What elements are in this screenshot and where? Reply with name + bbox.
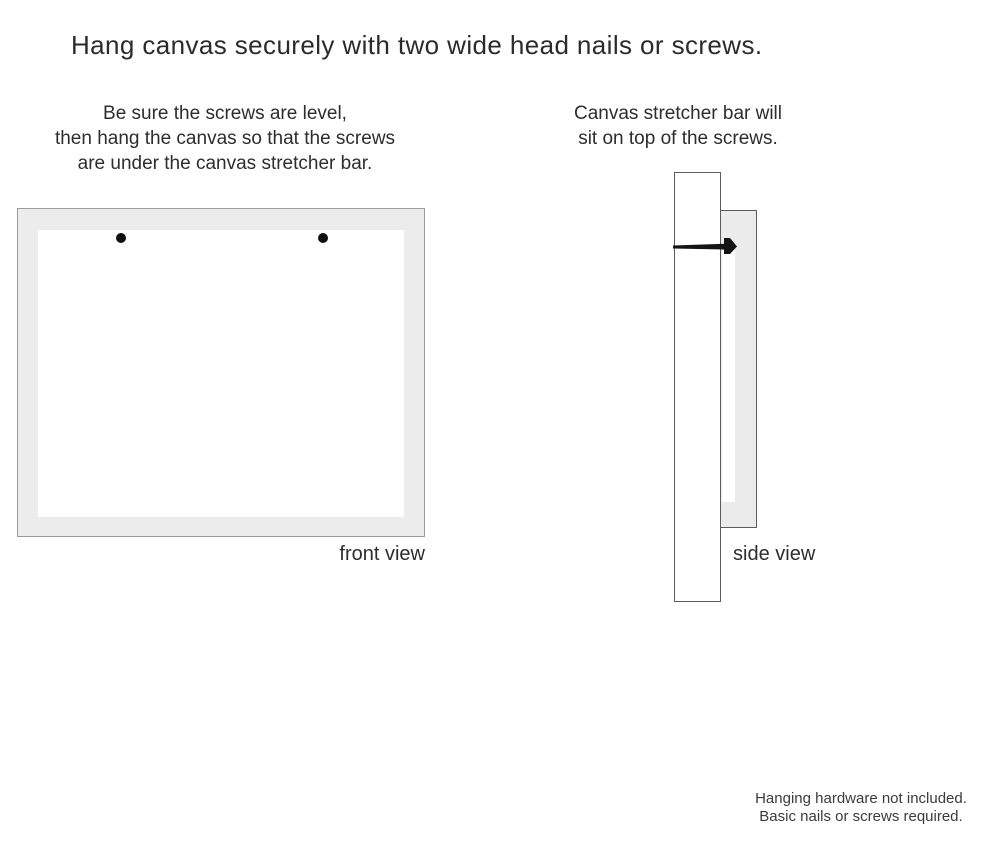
front-view-label: front view [339,543,425,565]
page-title: Hang canvas securely with two wide head … [71,30,763,61]
front-instructions-line: are under the canvas stretcher bar. [77,153,373,174]
hardware-note-line: Hanging hardware not included. [755,790,967,807]
hardware-note-line: Basic nails or screws required. [759,808,963,825]
front-view-diagram [17,208,425,537]
front-instructions-line: then hang the canvas so that the screws [54,128,396,149]
nail-icon [673,238,737,254]
hardware-note: Hanging hardware not included. Basic nai… [726,790,990,826]
front-instructions: Be sure the screws are level, then hang … [30,101,420,176]
canvas-face [38,230,404,517]
side-view-canvas-hollow [722,250,735,502]
side-instructions: Canvas stretcher bar will sit on top of … [542,101,814,151]
screw-right-icon [318,233,328,243]
screw-left-icon [116,233,126,243]
side-instructions-line: sit on top of the screws. [578,128,778,149]
side-view-label: side view [733,543,816,565]
side-instructions-line: Canvas stretcher bar will [573,103,783,124]
front-instructions-line: Be sure the screws are level, [103,103,347,124]
side-view-wall [674,172,721,602]
